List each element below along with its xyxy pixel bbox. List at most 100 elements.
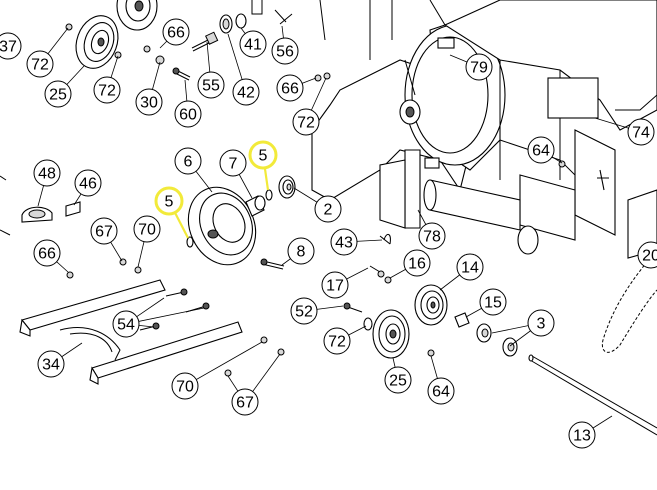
callout-number: 72 — [31, 57, 49, 74]
callout-number: 46 — [79, 176, 97, 193]
callout-7: 7 — [219, 149, 247, 177]
callout-circle — [292, 108, 320, 136]
callout-72: 72 — [292, 108, 320, 136]
callout-circle — [232, 78, 260, 106]
callout-34: 34 — [37, 350, 65, 378]
callout-number: 66 — [281, 81, 299, 98]
callout-74: 74 — [627, 118, 655, 146]
callout-circle — [239, 30, 267, 58]
callout-number: 67 — [95, 224, 113, 241]
callout-circle — [231, 388, 259, 416]
callout-55: 55 — [197, 71, 225, 99]
callout-number: 64 — [532, 143, 550, 160]
callout-25: 25 — [384, 366, 412, 394]
callout-67: 67 — [90, 217, 118, 245]
callout-circle — [403, 249, 431, 277]
callout-number: 55 — [202, 78, 220, 95]
callout-number: 37 — [0, 39, 17, 56]
callout-circle — [90, 217, 118, 245]
callout-52: 52 — [290, 297, 318, 325]
pulley-14 — [414, 284, 448, 326]
callout-circle — [0, 32, 22, 60]
callout-number: 2 — [324, 202, 333, 219]
callout-circle — [384, 366, 412, 394]
drive-chain — [601, 249, 657, 353]
callout-79: 79 — [465, 53, 493, 81]
callout-circle — [26, 50, 54, 78]
callout-13: 13 — [568, 421, 596, 449]
callout-72: 72 — [26, 50, 54, 78]
callout-circle — [154, 186, 184, 216]
callout-number: 74 — [632, 125, 650, 142]
callout-number: 6 — [184, 154, 193, 171]
callout-number: 52 — [295, 304, 313, 321]
callout-64: 64 — [427, 377, 455, 405]
callout-circle — [637, 241, 657, 269]
callout-16: 16 — [403, 249, 431, 277]
callout-8: 8 — [287, 237, 315, 265]
callout-72: 72 — [93, 76, 121, 104]
callout-circle — [33, 159, 61, 187]
callout-43: 43 — [330, 228, 358, 256]
callout-circle — [33, 239, 61, 267]
callout-48: 48 — [33, 159, 61, 187]
callout-number: 25 — [49, 87, 67, 104]
callout-circle — [418, 222, 446, 250]
spacer-7 — [245, 195, 266, 217]
callout-circle — [133, 215, 161, 243]
callout-number: 15 — [484, 295, 502, 312]
callout-number: 70 — [138, 222, 156, 239]
callout-circle — [112, 310, 140, 338]
callout-46: 46 — [74, 169, 102, 197]
callout-circle — [290, 297, 318, 325]
callout-circle — [135, 88, 163, 116]
callout-number: 30 — [140, 95, 158, 112]
callout-25: 25 — [44, 80, 72, 108]
callout-circle — [271, 37, 299, 65]
callout-circle — [427, 377, 455, 405]
callout-circle — [44, 80, 72, 108]
callout-circle — [323, 327, 351, 355]
callout-6: 6 — [174, 147, 202, 175]
callout-circle — [37, 350, 65, 378]
callout-5: 5 — [248, 140, 278, 170]
pulley-top-center — [116, 0, 158, 31]
callout-number: 13 — [573, 428, 591, 445]
callout-2: 2 — [314, 195, 342, 223]
callout-17: 17 — [321, 271, 349, 299]
callout-number: 70 — [176, 379, 194, 396]
callout-circle — [527, 309, 555, 337]
callout-42: 42 — [232, 78, 260, 106]
callout-66: 66 — [33, 239, 61, 267]
callout-number: 72 — [98, 83, 116, 100]
callout-15: 15 — [479, 288, 507, 316]
callout-circle — [162, 18, 190, 46]
callout-number: 78 — [423, 229, 441, 246]
callout-number: 43 — [335, 235, 353, 252]
pulley-6 — [187, 186, 257, 266]
bolt-60 — [172, 67, 191, 81]
callout-circle — [197, 71, 225, 99]
callout-number: 66 — [38, 246, 56, 263]
callout-number: 41 — [244, 37, 262, 54]
callout-circle — [479, 288, 507, 316]
bracket-48 — [21, 206, 53, 223]
callout-30: 30 — [135, 88, 163, 116]
callout-number: 5 — [165, 194, 174, 211]
callout-number: 60 — [179, 107, 197, 124]
leader-line-70 — [184, 341, 263, 387]
callout-circle — [314, 195, 342, 223]
callout-60: 60 — [174, 100, 202, 128]
callout-circle — [456, 253, 484, 281]
callout-number: 14 — [461, 260, 479, 277]
callout-56: 56 — [271, 37, 299, 65]
callout-number: 56 — [276, 44, 294, 61]
callout-70: 70 — [171, 372, 199, 400]
shaft-13 — [528, 354, 657, 436]
callout-number: 20 — [642, 248, 657, 265]
frame-34 — [19, 279, 243, 385]
callout-circle — [627, 118, 655, 146]
callout-number: 66 — [167, 25, 185, 42]
